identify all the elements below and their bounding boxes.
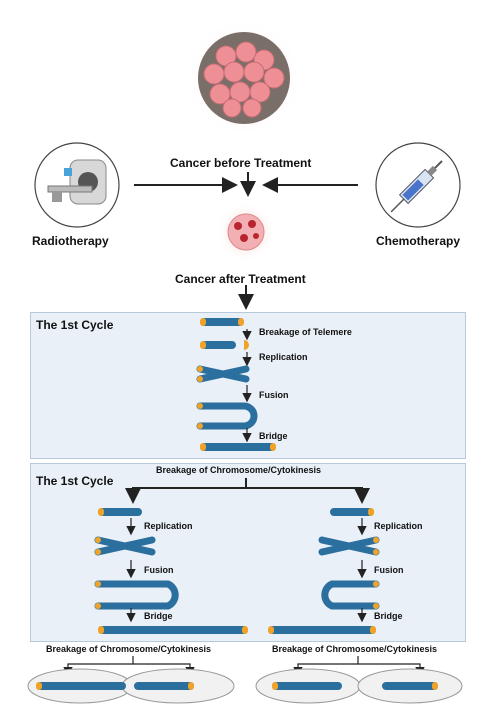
panel1-step-breakage: Breakage of Telemere xyxy=(259,327,352,337)
panel1-step-fusion: Fusion xyxy=(259,390,289,400)
panel2-right-bridge: Bridge xyxy=(374,611,403,621)
panel2-right-fusion: Fusion xyxy=(374,565,404,575)
panel2-right-chromosomes xyxy=(268,508,380,634)
chemotherapy-label: Chemotherapy xyxy=(376,234,461,248)
chemotherapy-icon xyxy=(375,142,461,228)
panel2-left-chromosomes xyxy=(94,508,248,634)
radiotherapy-icon xyxy=(34,142,120,228)
panel1-title: The 1st Cycle xyxy=(36,318,114,332)
panel2-title: The 1st Cycle xyxy=(36,474,114,488)
cancer-before-icon xyxy=(186,20,302,136)
panel2-header: Breakage of Chromosome/Cytokinesis xyxy=(156,465,322,475)
radiotherapy-label: Radiotherapy xyxy=(32,234,109,248)
bottom-left-label: Breakage of Chromosome/Cytokinesis xyxy=(46,644,212,654)
panel1-chromosomes xyxy=(196,318,276,451)
cancer-after-icon xyxy=(216,202,276,262)
panel1-step-replication: Replication xyxy=(259,352,308,362)
panel2-right-replication: Replication xyxy=(374,521,423,531)
panel1-step-bridge: Bridge xyxy=(259,431,288,441)
panel2-left-replication: Replication xyxy=(144,521,193,531)
bottom-right-label: Breakage of Chromosome/Cytokinesis xyxy=(272,644,438,654)
cancer-before-label: Cancer before Treatment xyxy=(170,156,312,170)
cancer-after-label: Cancer after Treatment xyxy=(175,272,306,286)
panel2-left-bridge: Bridge xyxy=(144,611,173,621)
panel2-left-fusion: Fusion xyxy=(144,565,174,575)
daughter-cells xyxy=(27,668,463,704)
